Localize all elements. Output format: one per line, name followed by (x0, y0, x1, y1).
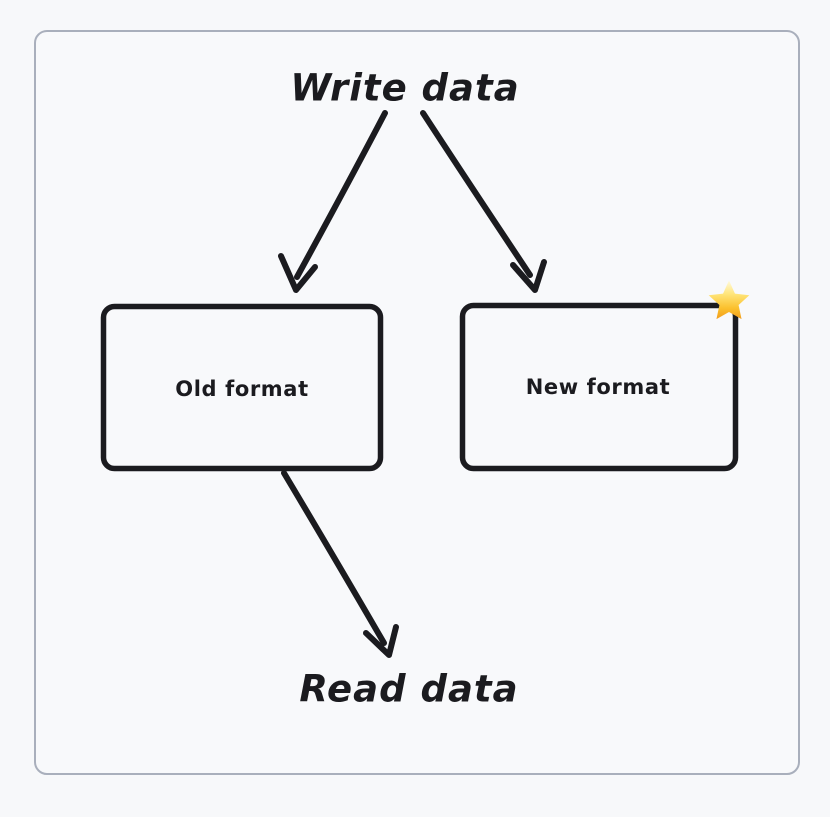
old-format-label: Old format (175, 377, 309, 401)
write-data-label: Write data (290, 66, 520, 110)
node-old-format-box[interactable] (100, 303, 384, 472)
edge-write-to-old-format (278, 110, 388, 293)
star-emoji-icon (706, 277, 752, 323)
edge-write-to-new-format (420, 110, 547, 293)
new-format-label: New format (525, 375, 671, 399)
diagram-frame (34, 30, 800, 775)
edge-old-format-to-read-data (281, 470, 399, 658)
read-data-label: Read data (299, 667, 519, 711)
node-new-format-box[interactable] (459, 302, 739, 472)
